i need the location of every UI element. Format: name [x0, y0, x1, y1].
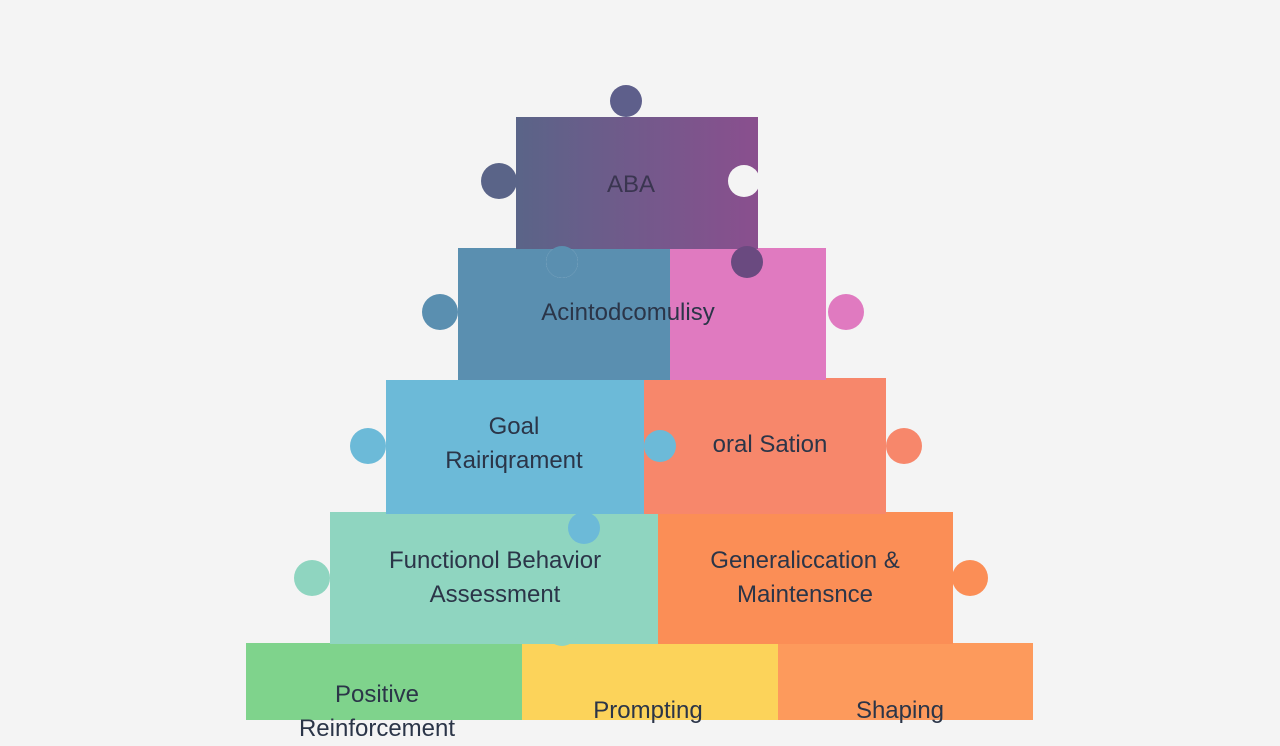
puzzle-piece-oral-sation — [642, 348, 922, 514]
puzzle-piece-positive — [246, 614, 522, 720]
label-positive: Positive Reinforcement — [298, 681, 456, 742]
label-aba: ABA — [606, 171, 656, 198]
label-oral-sation: oral Sation — [712, 431, 828, 458]
label-shaping: Shaping — [855, 697, 945, 724]
puzzle-piece-fba — [294, 482, 658, 646]
puzzle-pyramid-diagram — [246, 85, 1033, 720]
label-generalization: Generaliccation & Maintensnce — [710, 547, 900, 608]
label-prompting: Prompting — [593, 697, 703, 724]
label-goal: Goal Rairiqrament — [445, 413, 583, 474]
puzzle-piece-goal — [350, 350, 676, 544]
label-row2: Acintodcomulisy — [541, 299, 715, 326]
puzzle-piece-aba — [481, 85, 763, 278]
puzzle-piece-row2-right — [636, 248, 864, 380]
label-fba: Functionol Behavior Assessment — [388, 547, 602, 608]
